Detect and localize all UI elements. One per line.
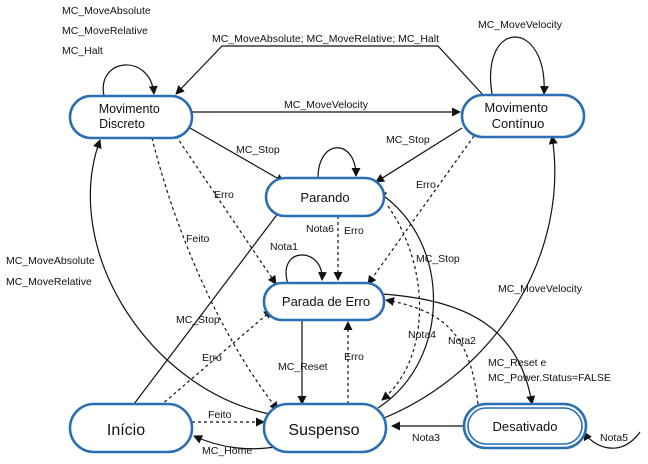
label-feito-inicio: Feito bbox=[208, 409, 232, 421]
movimento-continuo-label-1: Movimento bbox=[484, 100, 548, 115]
label-erro-mc: Erro bbox=[416, 179, 436, 191]
edge-erro-to-desativado bbox=[381, 293, 536, 405]
label-feito-md: Feito bbox=[186, 233, 210, 245]
label-reset-e-2: MC_Power.Status=FALSE bbox=[488, 372, 611, 384]
state-inicio: Início bbox=[68, 402, 194, 454]
edge-suspenso-to-parando bbox=[377, 191, 435, 409]
label-nota3: Nota3 bbox=[412, 432, 440, 444]
state-movimento-continuo: Movimento Contínuo bbox=[460, 93, 586, 139]
label-erro-parando: Erro bbox=[344, 225, 364, 237]
movimento-continuo-label-2: Contínuo bbox=[492, 116, 545, 131]
desativado-label: Desativado bbox=[492, 419, 557, 434]
edge-inicio-to-parando bbox=[133, 207, 283, 405]
label-nota5: Nota5 bbox=[600, 432, 628, 444]
label-mc-stop: MC_Stop bbox=[386, 134, 430, 146]
edge-md-to-erro bbox=[175, 135, 277, 285]
edge-parando-self bbox=[317, 147, 361, 179]
label-susp-to-md-2: MC_MoveRelative bbox=[6, 276, 92, 288]
parada-de-erro-label: Parada de Erro bbox=[282, 294, 370, 309]
label-mc-reset: MC_Reset bbox=[278, 361, 328, 373]
movimento-discreto-label-2: Discreto bbox=[99, 117, 145, 131]
inicio-label: Início bbox=[107, 422, 145, 439]
label-md-self-3: MC_Halt bbox=[62, 45, 103, 57]
label-inicio-erro: Erro bbox=[202, 352, 222, 364]
edge-suspenso-to-inicio bbox=[193, 435, 281, 450]
state-parada-de-erro: Parada de Erro bbox=[262, 281, 386, 322]
edge-mc-to-parando bbox=[375, 127, 463, 183]
edge-labels: MC_MoveAbsolute MC_MoveRelative MC_Halt … bbox=[6, 5, 628, 457]
svg-text:Movimento Discreto: Movimento Discreto bbox=[99, 102, 164, 131]
label-md-stop: MC_Stop bbox=[236, 144, 280, 156]
label-md-self-1: MC_MoveAbsolute bbox=[62, 5, 151, 17]
edge-desativado-to-erro bbox=[385, 297, 479, 405]
edge-md-to-parando bbox=[189, 127, 285, 183]
label-erro-md: Erro bbox=[214, 189, 234, 201]
svg-text:Movimento Contínuo: Movimento Contínuo bbox=[484, 100, 551, 131]
edge-inicio-to-erro bbox=[159, 309, 273, 407]
label-md-to-mc: MC_MoveVelocity bbox=[284, 99, 369, 111]
edge-suspenso-to-mc bbox=[383, 135, 558, 419]
label-erro-susp: Erro bbox=[344, 351, 364, 363]
edge-mc-self bbox=[490, 36, 549, 95]
parando-label: Parando bbox=[300, 190, 349, 205]
label-md-self-2: MC_MoveRelative bbox=[62, 25, 148, 37]
label-reset-e-1: MC_Reset e bbox=[488, 357, 547, 369]
label-nota2: Nota2 bbox=[448, 335, 476, 347]
state-desativado: Desativado bbox=[462, 402, 588, 450]
edge-erro-self bbox=[285, 254, 327, 285]
label-nota4: Nota4 bbox=[408, 329, 436, 341]
state-parando: Parando bbox=[264, 176, 386, 218]
state-movimento-discreto: Movimento Discreto bbox=[68, 94, 194, 140]
edge-md-to-suspenso bbox=[151, 137, 279, 411]
label-inicio-stop: MC_Stop bbox=[176, 314, 220, 326]
edge-nota5 bbox=[583, 431, 641, 449]
label-susp-to-md-1: MC_MoveAbsolute bbox=[6, 255, 95, 267]
edge-suspenso-to-md bbox=[89, 139, 271, 415]
label-mc-home: MC_Home bbox=[202, 445, 252, 457]
label-susp-velocity: MC_MoveVelocity bbox=[498, 283, 583, 295]
label-mc-to-md: MC_MoveAbsolute; MC_MoveRelative; MC_Hal… bbox=[212, 33, 439, 45]
label-mc-self: MC_MoveVelocity bbox=[478, 19, 563, 31]
label-nota1: Nota1 bbox=[270, 241, 298, 253]
edge-parando-to-suspenso bbox=[381, 205, 421, 401]
state-suspenso: Suspenso bbox=[262, 402, 388, 454]
edges bbox=[89, 36, 641, 450]
suspenso-label: Suspenso bbox=[288, 422, 359, 439]
movimento-discreto-label-1: Movimento bbox=[99, 102, 160, 116]
edge-md-self bbox=[102, 64, 158, 97]
edge-mc-to-md bbox=[175, 45, 485, 97]
label-susp-stop: MC_Stop bbox=[416, 253, 460, 265]
edge-mc-to-erro bbox=[367, 135, 475, 285]
label-nota6: Nota6 bbox=[306, 223, 334, 235]
